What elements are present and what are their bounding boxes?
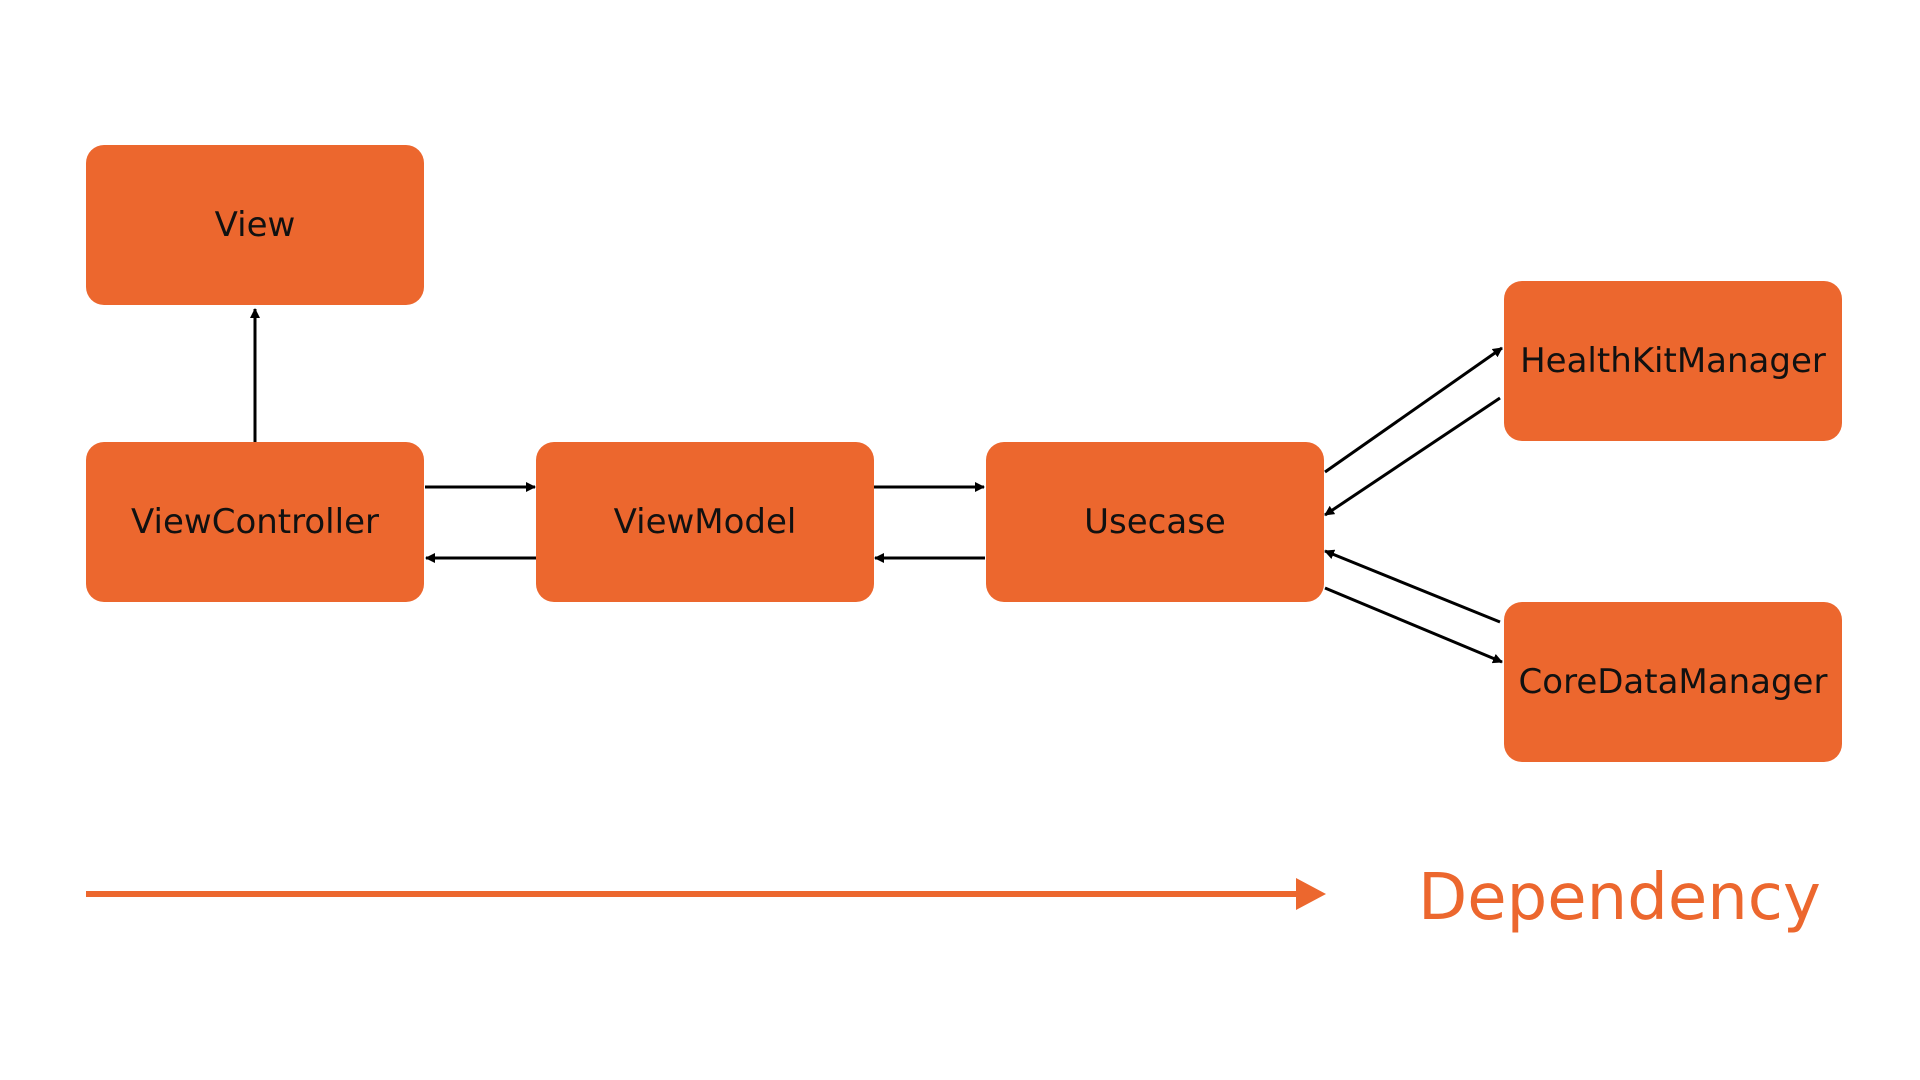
node-view: View bbox=[86, 145, 424, 305]
edge-usecase-to-healthkitmanager bbox=[1324, 346, 1503, 474]
edge-usecase-to-coredatamanager bbox=[1324, 586, 1503, 664]
node-healthkitmanager-label: HealthKitManager bbox=[1520, 341, 1826, 381]
node-viewcontroller-label: ViewController bbox=[131, 502, 379, 542]
node-viewmodel-label: ViewModel bbox=[613, 502, 797, 542]
node-usecase-label: Usecase bbox=[1084, 502, 1226, 542]
dependency-legend-label: Dependency bbox=[1418, 861, 1821, 935]
node-coredatamanager-label: CoreDataManager bbox=[1518, 662, 1828, 702]
dependency-legend-arrowhead bbox=[1296, 878, 1326, 910]
node-view-label: View bbox=[214, 205, 296, 245]
node-healthkitmanager: HealthKitManager bbox=[1504, 281, 1842, 441]
node-usecase: Usecase bbox=[986, 442, 1324, 602]
edge-healthkitmanager-to-usecase bbox=[1324, 396, 1501, 517]
edge-coredatamanager-to-usecase bbox=[1324, 549, 1501, 624]
node-viewmodel: ViewModel bbox=[536, 442, 874, 602]
node-viewcontroller: ViewController bbox=[86, 442, 424, 602]
node-coredatamanager: CoreDataManager bbox=[1504, 602, 1842, 762]
